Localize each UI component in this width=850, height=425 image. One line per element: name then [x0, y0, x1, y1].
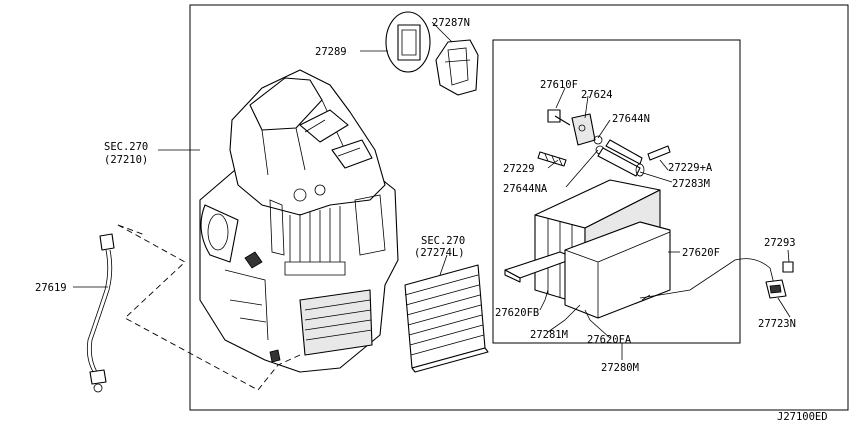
label-27619: 27619 — [35, 282, 67, 294]
part-27289-drawing — [385, 11, 431, 73]
label-27610f: 27610F — [540, 79, 578, 91]
diagram-code: J27100ED — [777, 411, 828, 423]
label-27287n: 27287N — [432, 17, 470, 29]
label-27723n: 27723N — [758, 318, 796, 330]
label-27280m: 27280M — [601, 362, 639, 374]
air-filter-drawing — [404, 264, 489, 373]
main-assembly-frame — [189, 4, 849, 411]
label-27289: 27289 — [315, 46, 347, 58]
heater-unit-drawing — [199, 69, 399, 373]
label-sec270-filter: SEC.270 — [421, 235, 465, 247]
label-27644n: 27644N — [612, 113, 650, 125]
label-27281m: 27281M — [530, 329, 568, 341]
evaporator-subassembly-frame — [492, 39, 741, 344]
sensor-27723n-drawing — [639, 258, 794, 301]
label-sec270-filter-ref: (27274L) — [414, 247, 465, 259]
label-27293: 27293 — [764, 237, 796, 249]
label-27620f: 27620F — [682, 247, 720, 259]
label-sec270-unit-ref: (27210) — [104, 154, 148, 166]
label-27620fa: 27620FA — [587, 334, 632, 346]
label-27283m: 27283M — [672, 178, 710, 190]
insulators-drawing — [504, 221, 671, 319]
label-27620fb: 27620FB — [495, 307, 539, 319]
label-sec270-unit: SEC.270 — [104, 141, 148, 153]
hose-connection-dash — [117, 224, 301, 391]
part-27287n-drawing — [435, 39, 479, 96]
label-27624: 27624 — [581, 89, 613, 101]
hose-connection-dash-2 — [117, 224, 146, 236]
expansion-valve-drawing — [537, 109, 671, 177]
leader-lines — [73, 21, 791, 360]
label-27229: 27229 — [503, 163, 535, 175]
label-27644na: 27644NA — [503, 183, 548, 195]
label-27229a: 27229+A — [668, 162, 713, 174]
aspirator-hose-drawing — [86, 233, 115, 393]
